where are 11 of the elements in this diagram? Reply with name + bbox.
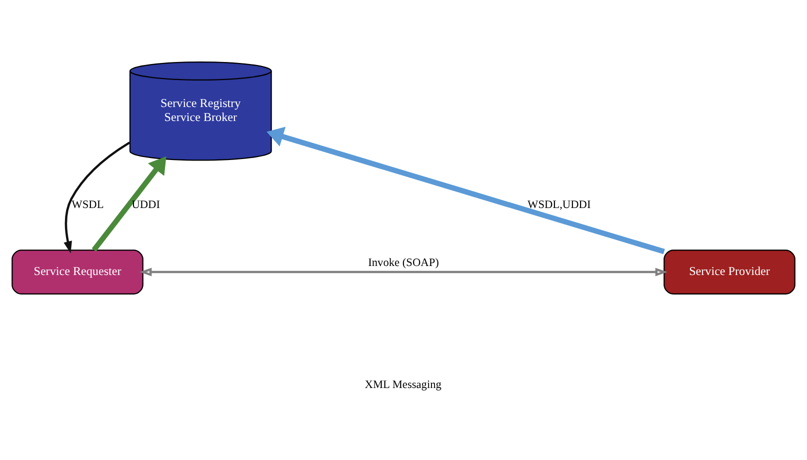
arrow [92, 156, 166, 252]
node-box: Service Provider [664, 249, 796, 294]
edge-label: WSDL [72, 198, 104, 210]
edge-label: WSDL,UDDI [528, 198, 591, 210]
arrow [64, 141, 130, 253]
edge-label: UDDI [132, 198, 160, 210]
arrow [266, 126, 665, 254]
node-box: Service Requester [12, 249, 144, 294]
edge-label: Invoke (SOAP) [368, 256, 439, 269]
arrow [140, 267, 668, 276]
label: XML Messaging [364, 378, 442, 391]
